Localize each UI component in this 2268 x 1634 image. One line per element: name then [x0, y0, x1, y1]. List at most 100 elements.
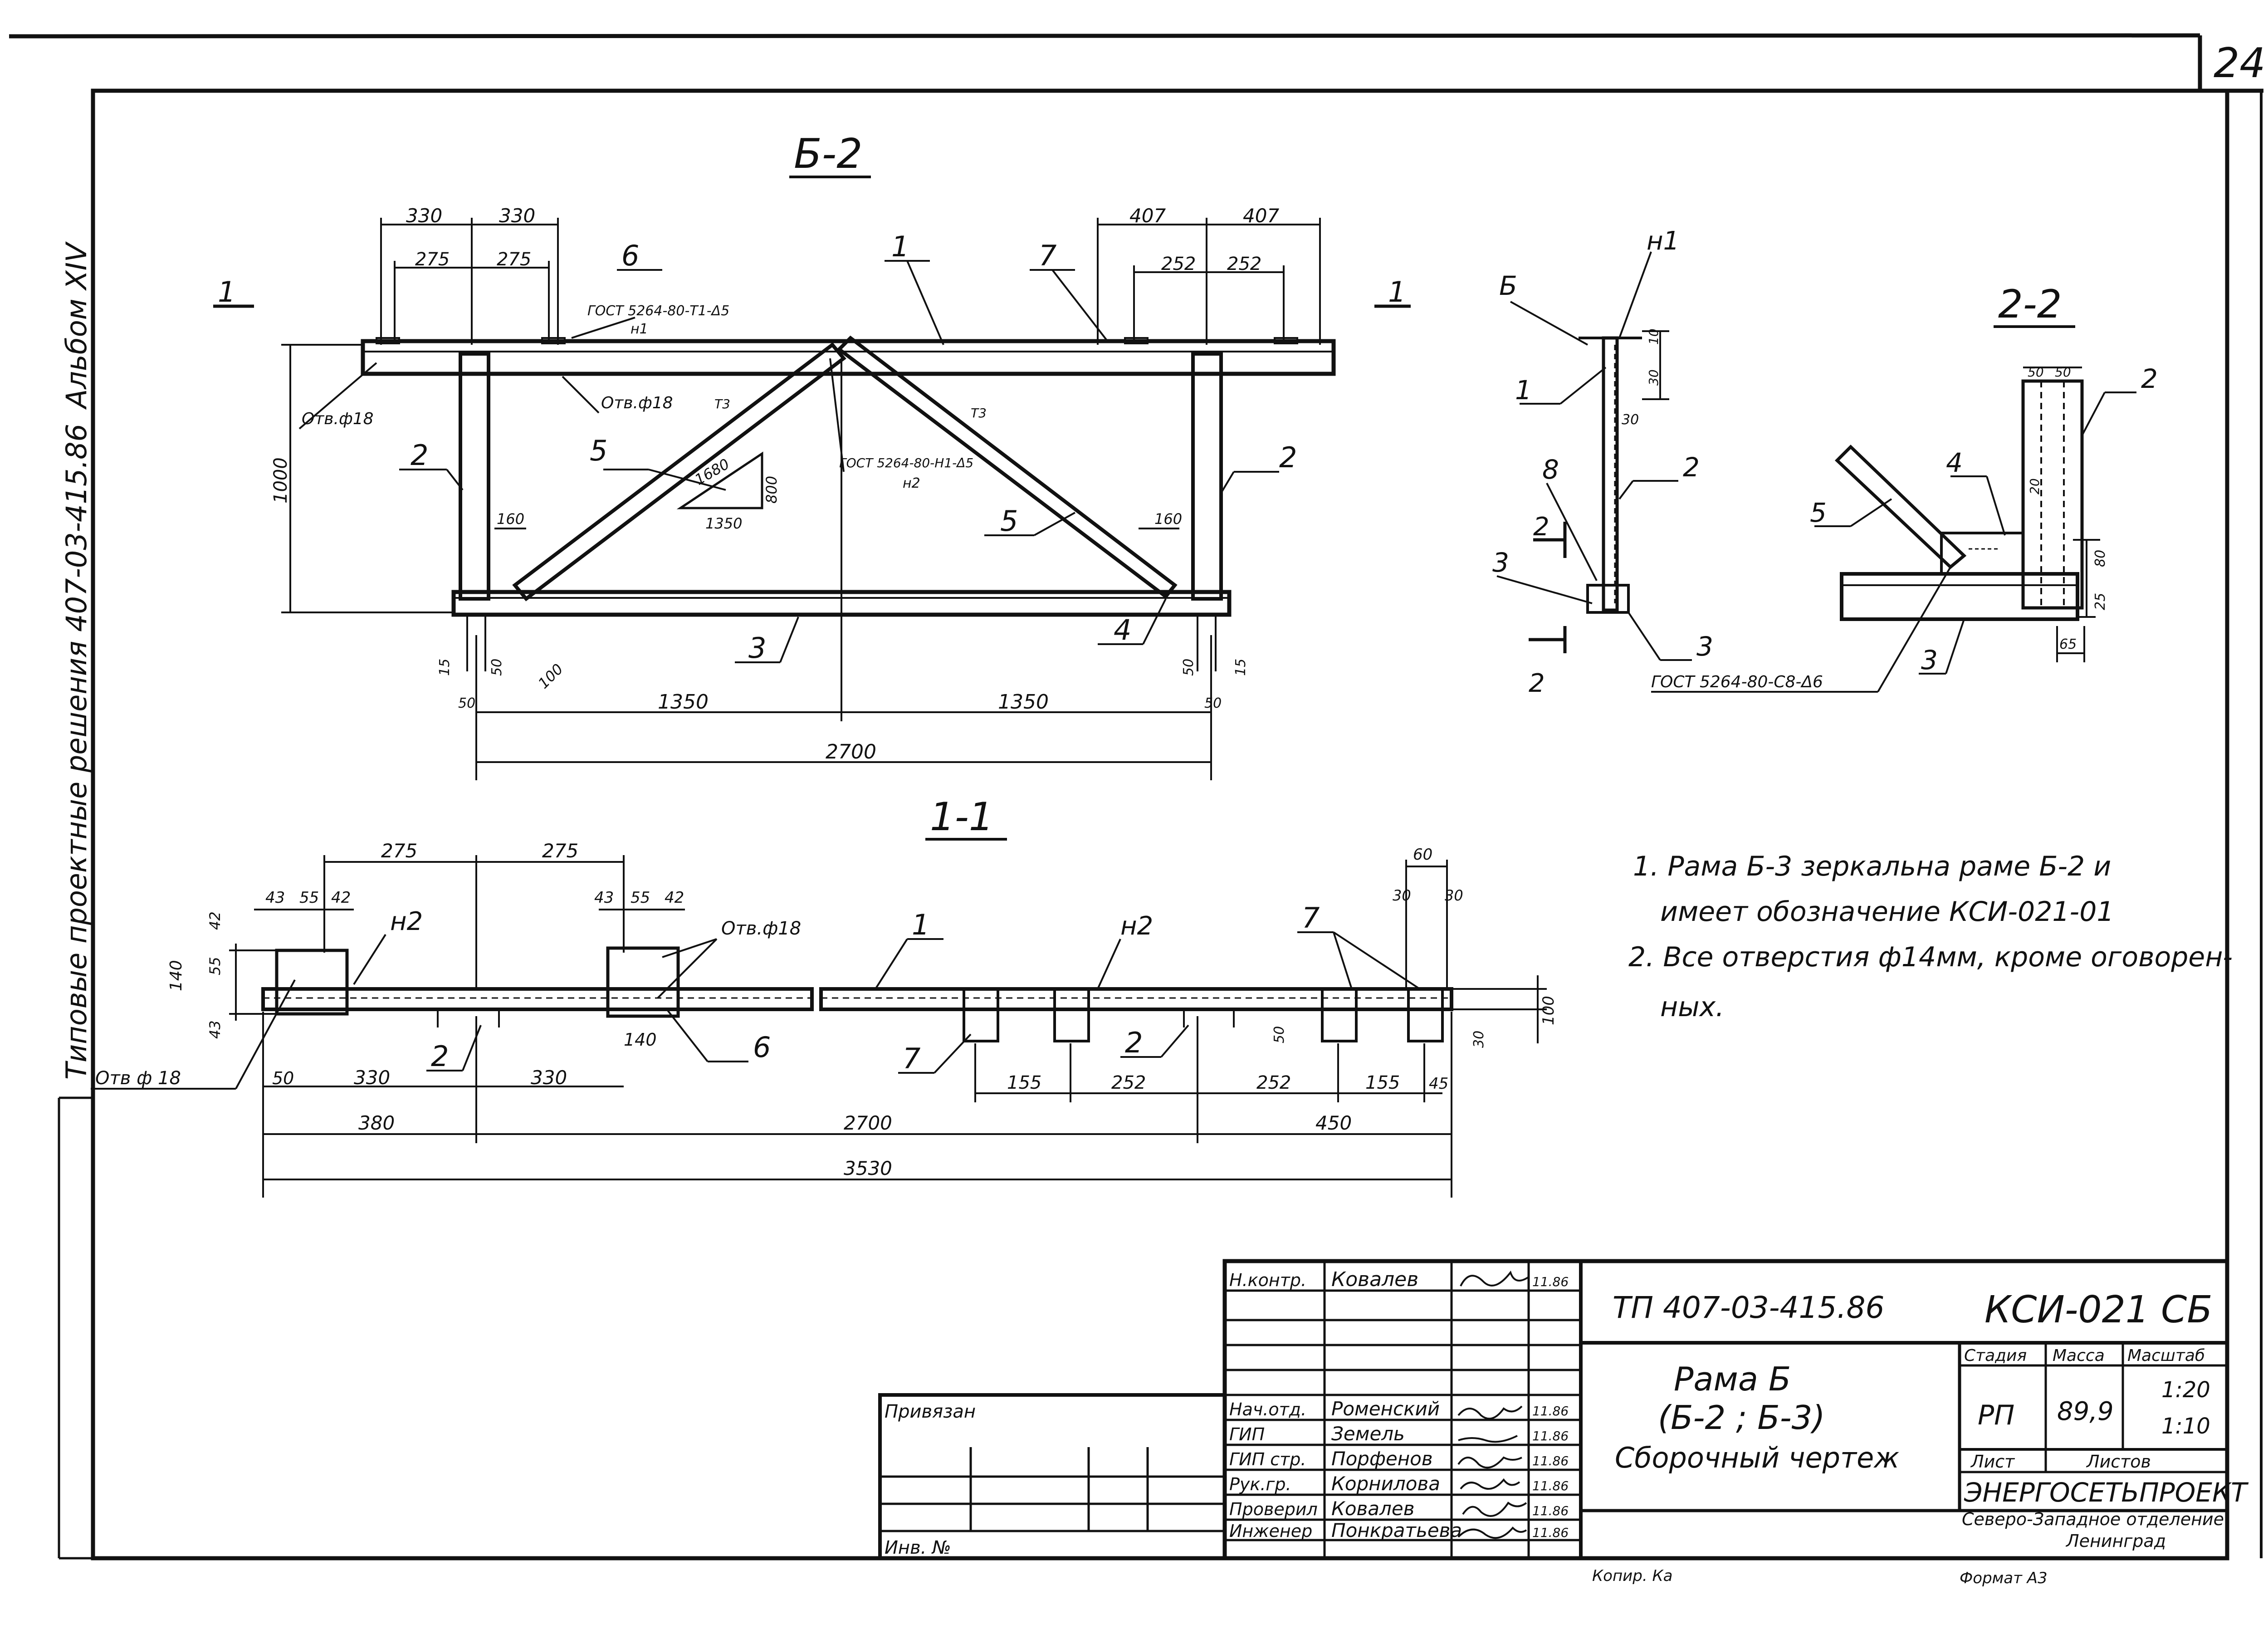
s22-dim-50b: 50	[2055, 365, 2071, 380]
staff-role: ГИП	[1229, 1424, 1265, 1444]
b2-tri-800: 800	[763, 476, 780, 504]
s11-dim-155b: 155	[1365, 1072, 1400, 1093]
note-line-3: 2. Все отверстия ф14мм, кроме оговорен-	[1628, 941, 2233, 973]
b2-callout-3: 3	[748, 631, 766, 665]
s11-left-chord	[261, 987, 814, 1011]
s11-dim-left-42: 42	[206, 911, 224, 930]
b2-right-brace	[836, 335, 1178, 599]
b2-frame-geometry	[361, 335, 1336, 671]
b2-dim-330b: 330	[499, 205, 535, 227]
b2-dim-275a: 275	[415, 249, 450, 270]
s22-callout-3b: 3	[1696, 631, 1713, 662]
s11-dim-275a: 275	[381, 840, 417, 862]
signature	[1462, 1502, 1527, 1517]
s11-dim-50r: 50	[1271, 1026, 1287, 1043]
s22-gost: ГОСТ 5264-80-С8-Δ6	[1651, 673, 1823, 691]
s22-dim-30b: 30	[1646, 369, 1661, 386]
staff-name: Порфенов	[1331, 1448, 1433, 1470]
staff-name: Понкратьева	[1331, 1519, 1462, 1541]
b2-annotations: Отв.ф18 Отв.ф18 ГОСТ 5264-80-Т1-Δ5 н1 ГО…	[298, 230, 1297, 665]
s11-callout-2a: 2	[431, 1040, 449, 1073]
s11-dim-60: 60	[1413, 846, 1432, 864]
s22-dim-10: 10	[1646, 328, 1661, 345]
b2-hole-left: Отв.ф18	[302, 410, 374, 428]
b2-dim-50b: 50	[458, 695, 475, 711]
b2-hole-mid: Отв.ф18	[601, 394, 673, 412]
s11-dimension-texts: 275 275 43 55 42 43 55 42 60 30 30 42 55…	[167, 840, 1558, 1179]
s11-dim-30a: 30	[1393, 887, 1411, 904]
s11-callout-7b: 7	[903, 1042, 920, 1075]
tb-sheet-label: Лист	[1970, 1452, 2015, 1472]
s11-dim-275b: 275	[542, 840, 578, 862]
s11-dim-30b: 30	[1445, 887, 1463, 904]
b2-dim-50d: 50	[1204, 695, 1222, 711]
s22-dim-20: 20	[2027, 478, 2042, 494]
b2-callout-2a: 2	[411, 439, 428, 472]
s11-dim-55a: 55	[299, 889, 319, 907]
s22-left-geometry	[1579, 330, 1669, 614]
tb-copied: Копир. Ка	[1592, 1567, 1672, 1585]
s11-callout-7a: 7	[1302, 901, 1320, 934]
b2-left-brace	[512, 342, 846, 602]
staff-date: 11.86	[1532, 1525, 1569, 1540]
b2-callout-7: 7	[1039, 239, 1056, 272]
b2-dim-50c: 50	[1181, 659, 1197, 676]
b2-dim-407b: 407	[1243, 205, 1279, 227]
b2-callout-5b: 5	[1000, 504, 1018, 538]
s22-callout-3c: 3	[1921, 645, 1938, 675]
b2-gost-1: ГОСТ 5264-80-Т1-Δ5	[587, 303, 729, 319]
b2-callout-2b: 2	[1279, 441, 1297, 474]
s11-dim-left-43: 43	[206, 1020, 224, 1039]
b2-gost-2: ГОСТ 5264-80-Н1-Δ5	[839, 455, 973, 470]
side-series: Типовые проектные решения 407-03-415.86	[60, 424, 93, 1080]
s11-hole-left: Отв ф 18	[95, 1068, 181, 1089]
s11-dim-330a: 330	[354, 1067, 390, 1089]
s22-callout-2c: 2	[2141, 363, 2158, 394]
staff-date: 11.86	[1532, 1274, 1569, 1289]
s11-dim-100: 100	[1540, 996, 1558, 1025]
s11-callout-1: 1	[912, 908, 929, 941]
b2-callout-1: 1	[891, 230, 909, 263]
staff-role: Нач.отд.	[1229, 1399, 1306, 1419]
b2-dim-2700: 2700	[826, 740, 876, 763]
staff-date: 11.86	[1532, 1503, 1569, 1518]
b2-dim-407a: 407	[1129, 205, 1166, 227]
b2-gost-2b: н2	[903, 475, 920, 491]
s22-callout-1: 1	[1515, 375, 1532, 406]
b2-weld-a: Т3	[714, 396, 730, 411]
staff-role: Инженер	[1229, 1521, 1312, 1541]
tb-project: ТП 407-03-415.86	[1613, 1290, 1884, 1325]
section-mark-left: 1	[218, 275, 235, 308]
b2-callout-4: 4	[1114, 613, 1131, 646]
s11-dim-left-55: 55	[206, 957, 224, 975]
tb-code: КСИ-021 СБ	[1984, 1288, 2213, 1331]
b2-callout-6: 6	[621, 239, 639, 272]
s22-detail-geometry	[1834, 367, 2100, 662]
b2-weld-b: Т3	[971, 406, 987, 421]
s11-dim-left-140: 140	[167, 960, 186, 991]
s11-callout-n2a: н2	[390, 907, 423, 936]
s11-dim-252b: 252	[1256, 1072, 1291, 1093]
s22-callout-3a: 3	[1492, 547, 1509, 578]
b2-dim-100: 100	[535, 660, 567, 692]
s11-right-chord	[819, 987, 1453, 1011]
signature	[1458, 1435, 1518, 1443]
s11-dimension-lines	[229, 855, 1547, 1198]
staff-name: Ковалев	[1331, 1268, 1418, 1291]
tb-org-3: Ленинград	[2065, 1531, 2166, 1551]
side-album: Альбом XIV	[60, 241, 93, 410]
b2-dim-1350b: 1350	[998, 690, 1049, 714]
sheet-frame	[9, 33, 2263, 1561]
s11-dim-140: 140	[624, 1030, 657, 1050]
staff-date: 11.86	[1532, 1478, 1569, 1493]
tb-inv-label: Инв. №	[885, 1537, 951, 1558]
s22-left-annotations: Б н1 1 8 2 3 3 10 30 30 2 2	[1492, 226, 1713, 698]
b2-dim-252a: 252	[1161, 254, 1196, 274]
b2-dim-160b: 160	[1154, 510, 1182, 528]
b2-tri-1350: 1350	[705, 515, 742, 532]
staff-date: 11.86	[1532, 1429, 1569, 1443]
signatures	[1457, 1270, 1530, 1539]
b2-dim-15b: 15	[1233, 659, 1249, 676]
s22-detail-annotations: 2 4 5 3 50 50 20 80 25 65 ГОСТ 5264-80-С…	[1651, 363, 2158, 693]
s11-hole-right: Отв.ф18	[721, 918, 801, 939]
